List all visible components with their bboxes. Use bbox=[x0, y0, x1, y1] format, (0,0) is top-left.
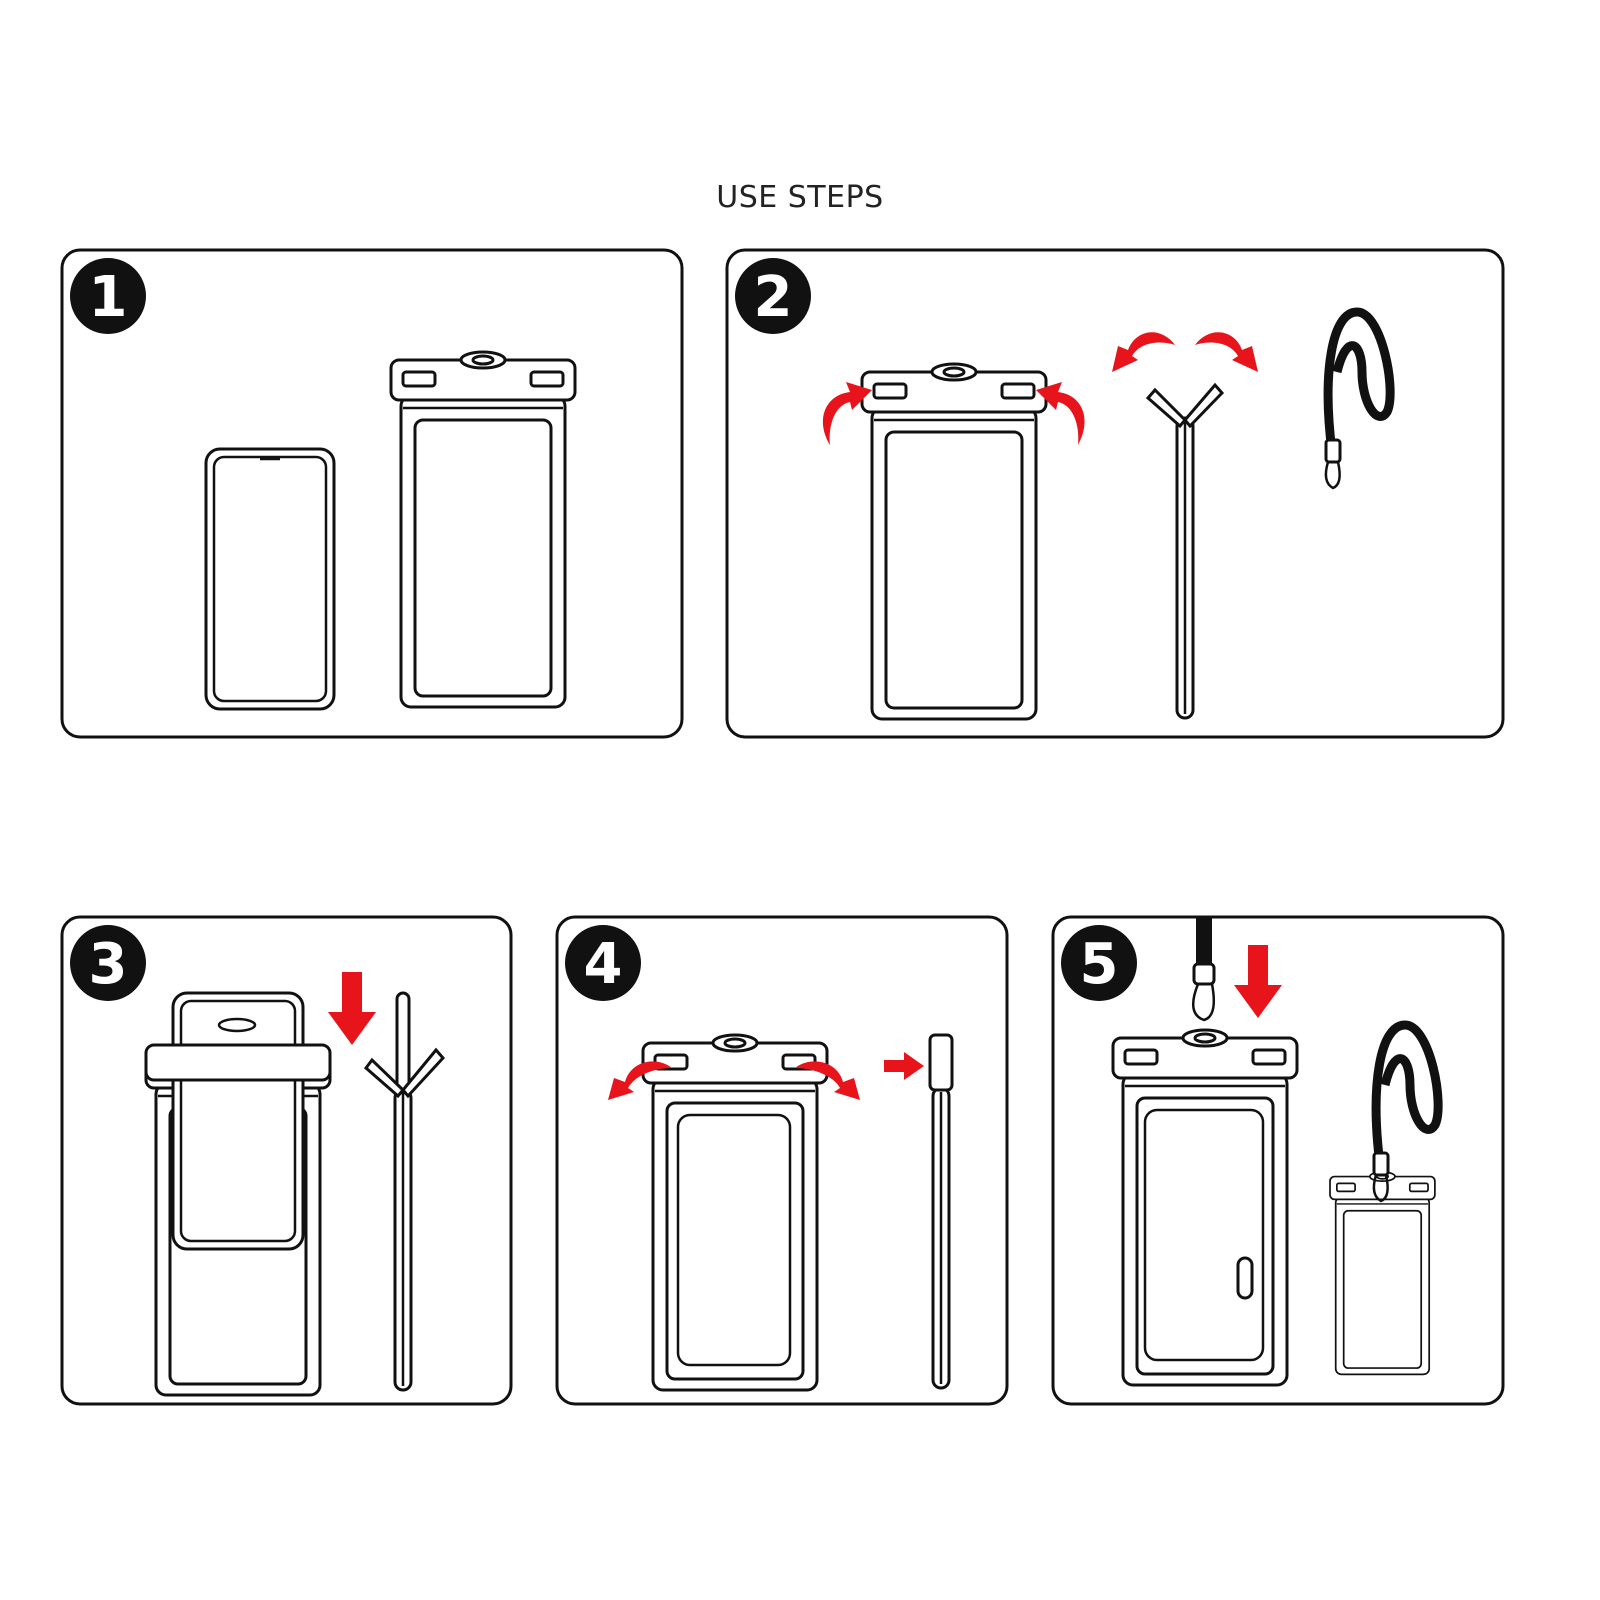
step-number: 5 bbox=[1080, 932, 1119, 997]
step-1-badge: 1 bbox=[70, 258, 146, 334]
red-down-arrow-icon bbox=[1234, 945, 1282, 1018]
waterproof-pouch-icon bbox=[1111, 1028, 1299, 1387]
step-2-panel: 2 bbox=[725, 248, 1505, 739]
strap-icon bbox=[931, 1086, 951, 1390]
open-clip-icon bbox=[1145, 382, 1225, 429]
red-curved-arrow-icon bbox=[1036, 382, 1085, 445]
red-curved-arrow-icon bbox=[608, 1061, 672, 1100]
step-5-badge: 5 bbox=[1061, 925, 1137, 1001]
waterproof-pouch-icon bbox=[389, 350, 577, 709]
step-number: 2 bbox=[754, 265, 793, 330]
strap-icon bbox=[1175, 416, 1195, 720]
closed-clip-icon bbox=[928, 1033, 954, 1092]
waterproof-pouch-icon bbox=[641, 1033, 829, 1392]
page-title: USE STEPS bbox=[716, 180, 884, 215]
step-1-panel: 1 bbox=[60, 248, 684, 739]
step-3-badge: 3 bbox=[70, 925, 146, 1001]
step-2-badge: 2 bbox=[735, 258, 811, 334]
red-down-arrow-icon bbox=[328, 972, 376, 1045]
open-clip-icon bbox=[363, 1047, 446, 1099]
strap-icon bbox=[393, 1088, 413, 1392]
phone-inserting-icon bbox=[144, 991, 332, 1251]
red-curved-arrow-icon bbox=[795, 1061, 860, 1100]
red-right-arrow-icon bbox=[884, 1052, 924, 1080]
step-4-panel: 4 bbox=[555, 915, 1009, 1406]
phone-camera-icon bbox=[1236, 1256, 1254, 1300]
waterproof-pouch-icon bbox=[860, 362, 1048, 721]
step-3-panel: 3 bbox=[60, 915, 513, 1406]
red-curved-arrow-icon bbox=[822, 382, 872, 445]
step-5-panel: 5 bbox=[1051, 915, 1505, 1406]
step-number: 3 bbox=[89, 932, 128, 997]
step-4-badge: 4 bbox=[565, 925, 641, 1001]
phone-icon bbox=[204, 447, 336, 711]
red-curved-arrow-icon bbox=[1112, 332, 1175, 372]
small-pouch-icon bbox=[1329, 1171, 1436, 1376]
step-number: 4 bbox=[584, 932, 623, 997]
step-number: 1 bbox=[89, 265, 128, 330]
lanyard-hook-icon bbox=[1191, 918, 1216, 1022]
red-curved-arrow-icon bbox=[1195, 332, 1258, 372]
